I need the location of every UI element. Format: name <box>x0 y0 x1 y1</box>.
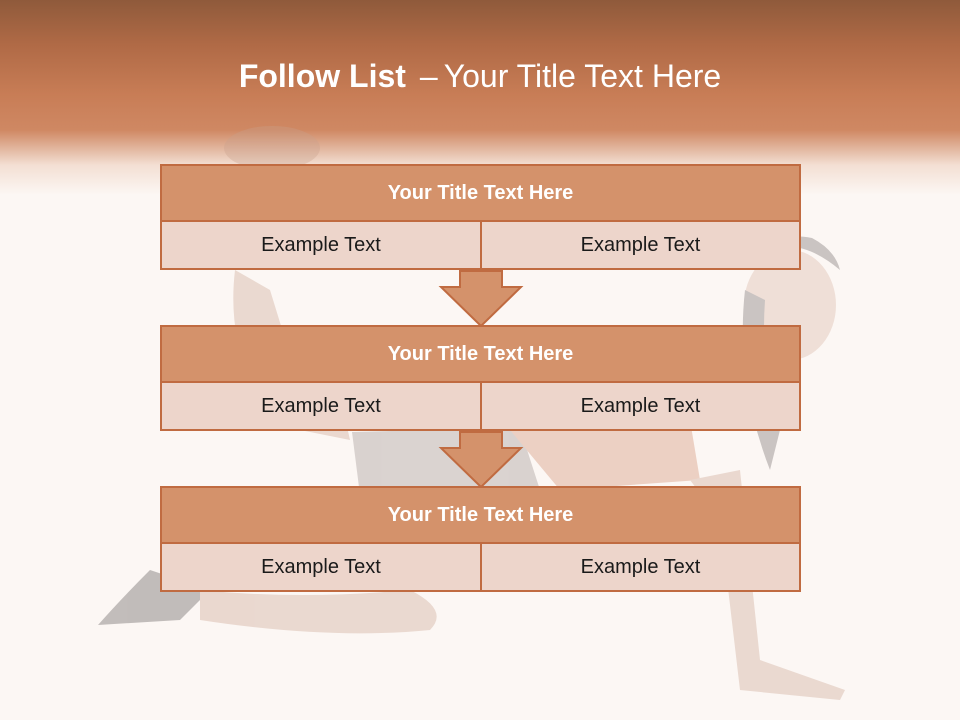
block-title: Your Title Text Here <box>160 486 801 544</box>
block-title: Your Title Text Here <box>160 164 801 222</box>
block-left-text: Example Text <box>160 542 482 592</box>
block-title: Your Title Text Here <box>160 325 801 383</box>
slide-title-rest: Your Title Text Here <box>443 58 722 94</box>
down-arrow-icon <box>438 431 524 489</box>
block-right-text: Example Text <box>480 542 801 592</box>
block-left-text: Example Text <box>160 381 482 431</box>
slide-title: Follow List–Your Title Text Here <box>0 52 960 100</box>
slide-title-separator: – <box>419 58 438 94</box>
block-right-text: Example Text <box>480 381 801 431</box>
down-arrow-icon <box>438 270 524 328</box>
block-right-text: Example Text <box>480 220 801 270</box>
block-left-text: Example Text <box>160 220 482 270</box>
slide-title-bold: Follow List <box>238 58 406 94</box>
